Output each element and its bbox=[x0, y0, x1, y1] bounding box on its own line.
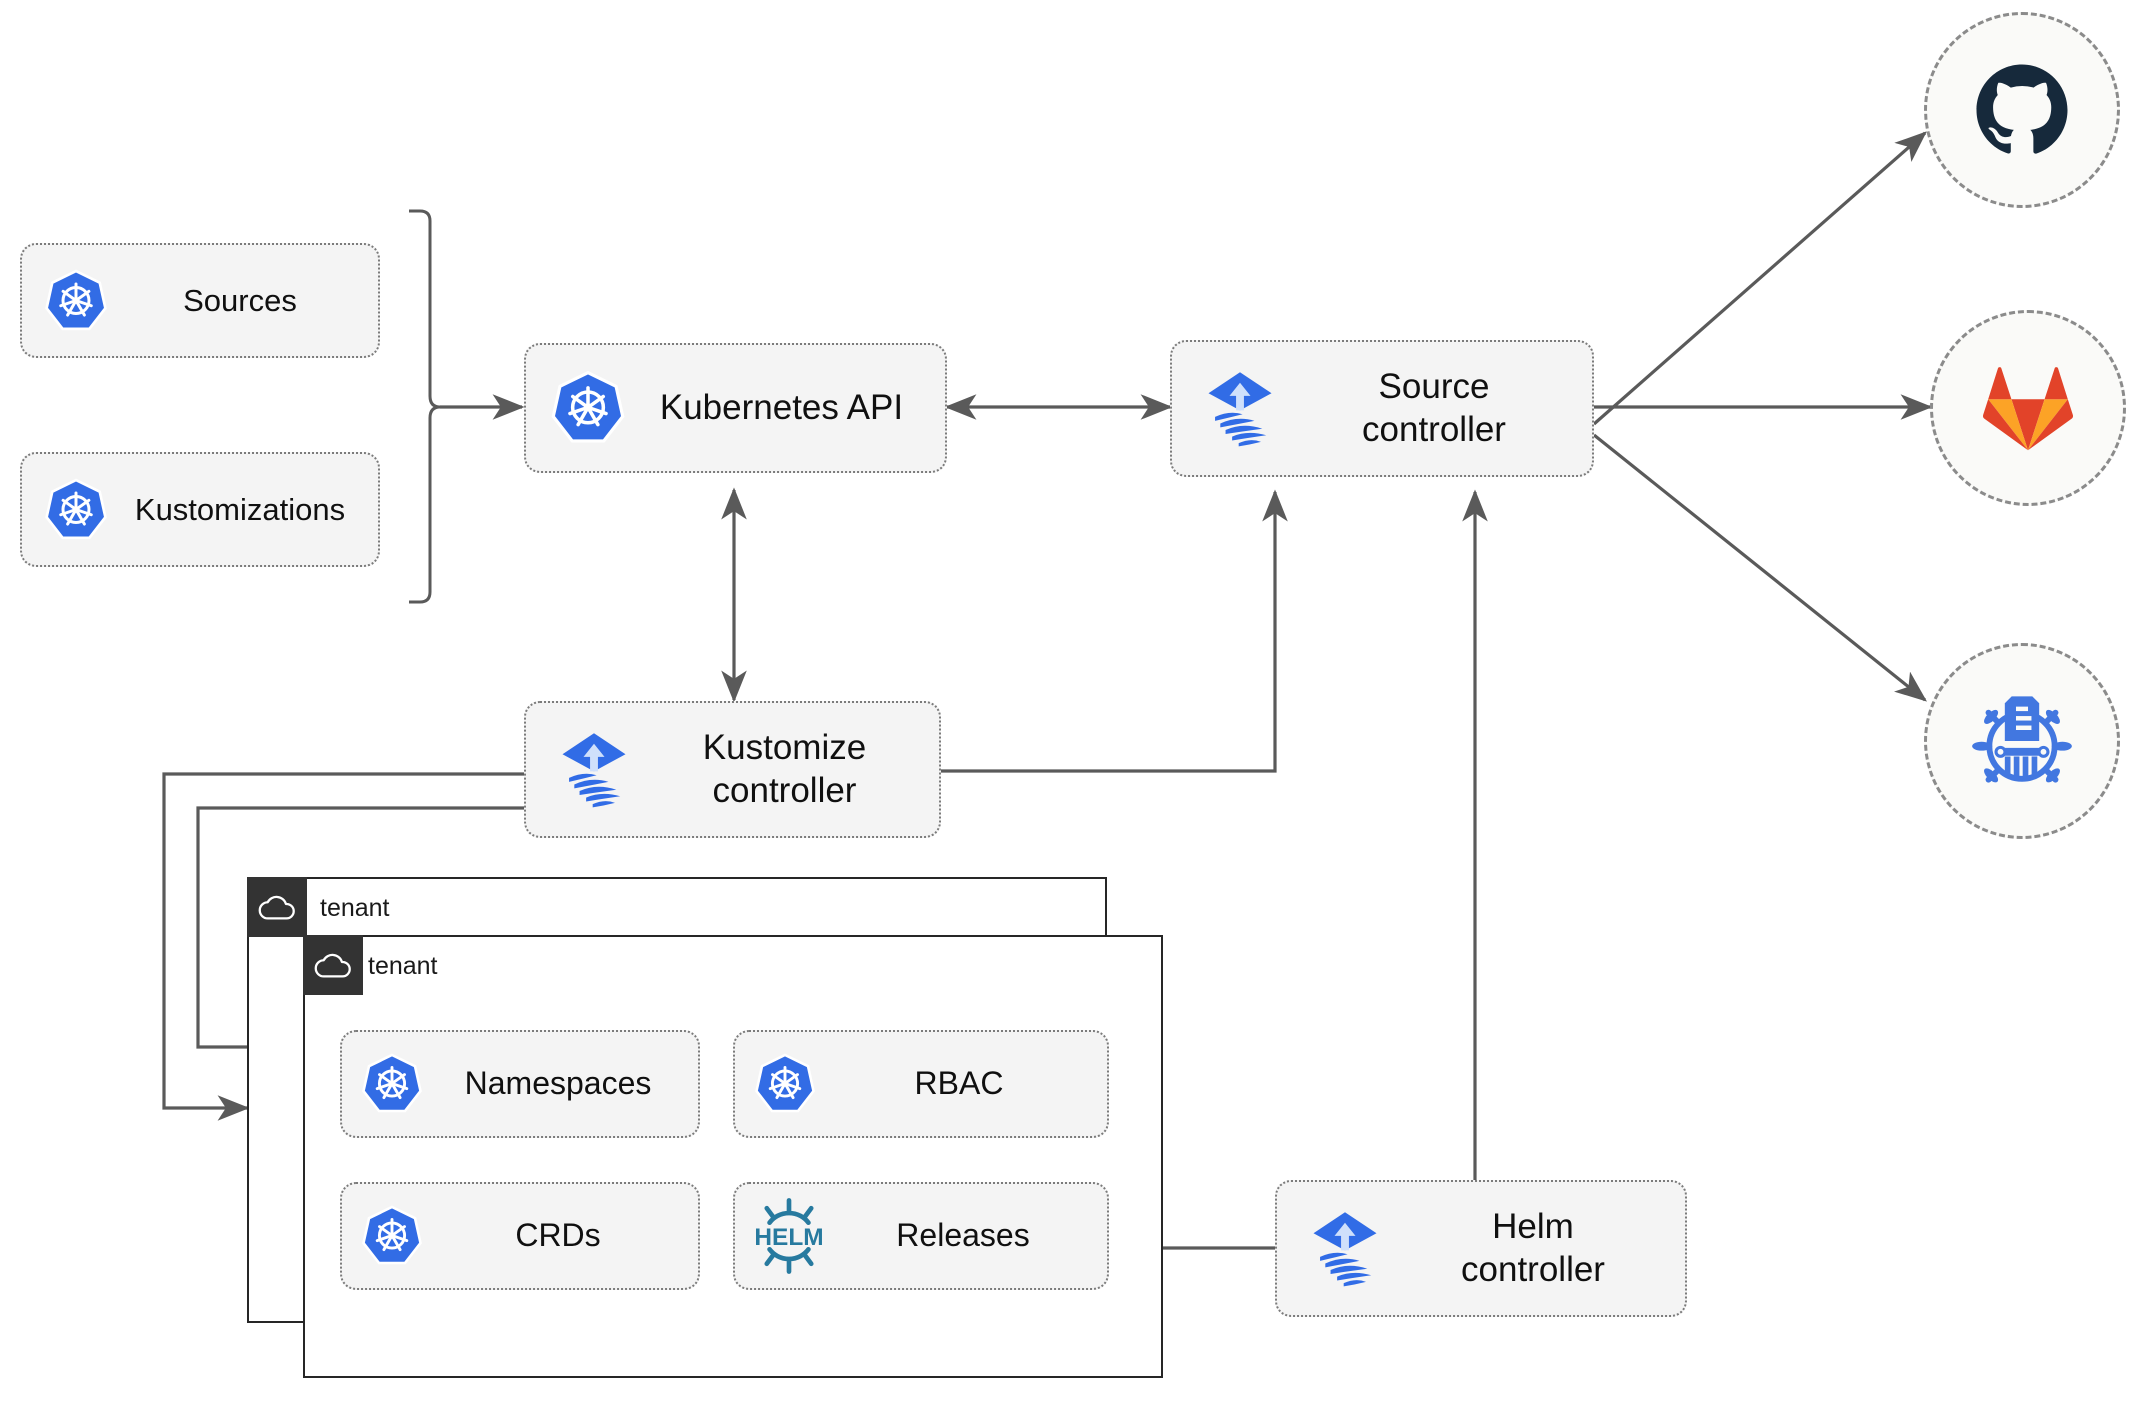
gitlab-icon bbox=[1982, 367, 2074, 451]
card-source-controller[interactable]: Source controller bbox=[1170, 340, 1594, 477]
wire-source-helmrepo bbox=[1593, 433, 1927, 702]
card-label: Kustomizations bbox=[134, 491, 346, 527]
wire-bracket bbox=[409, 209, 441, 604]
kubernetes-icon bbox=[542, 369, 634, 447]
svg-text:HELM: HELM bbox=[754, 1224, 823, 1251]
kubernetes-icon bbox=[354, 1204, 430, 1268]
card-kustomize-controller[interactable]: Kustomize controller bbox=[524, 701, 941, 838]
tenant-tab-back[interactable] bbox=[247, 877, 307, 937]
flux-icon bbox=[1188, 367, 1292, 451]
card-label: CRDs bbox=[515, 1217, 601, 1254]
card-label: Source controller bbox=[1362, 366, 1506, 449]
card-helm-controller[interactable]: Helm controller bbox=[1275, 1180, 1687, 1317]
card-namespaces[interactable]: Namespaces bbox=[340, 1030, 700, 1138]
provider-gitlab[interactable] bbox=[1930, 310, 2126, 506]
helm-icon: HELM bbox=[747, 1196, 831, 1276]
card-label: Namespaces bbox=[464, 1065, 652, 1102]
flux-icon bbox=[1293, 1207, 1397, 1291]
kubernetes-icon bbox=[36, 477, 116, 543]
tenant-tab-front[interactable] bbox=[303, 935, 363, 995]
flux-icon bbox=[542, 728, 646, 812]
wire-kustomize-source bbox=[941, 489, 1288, 773]
card-label: Kubernetes API bbox=[659, 387, 904, 427]
card-crds[interactable]: CRDs bbox=[340, 1182, 700, 1290]
card-label: Sources bbox=[183, 282, 297, 318]
card-label: Releases bbox=[896, 1217, 1030, 1254]
provider-github[interactable] bbox=[1924, 12, 2120, 208]
cloud-icon bbox=[314, 953, 351, 978]
card-releases[interactable]: HELM Releases bbox=[733, 1182, 1109, 1290]
tenant-label-front: tenant bbox=[368, 952, 438, 980]
card-rbac[interactable]: RBAC bbox=[733, 1030, 1109, 1138]
provider-helm-repository[interactable] bbox=[1924, 643, 2120, 839]
card-kustomizations[interactable]: Kustomizations bbox=[20, 452, 380, 567]
tenant-frame-front[interactable] bbox=[303, 935, 1163, 1378]
kubernetes-icon bbox=[36, 268, 116, 334]
card-sources[interactable]: Sources bbox=[20, 243, 380, 358]
kubernetes-icon bbox=[747, 1052, 823, 1116]
helm-repository-icon bbox=[1972, 696, 2072, 783]
github-icon bbox=[1976, 64, 2068, 154]
tenant-label-back: tenant bbox=[320, 894, 390, 922]
wire-source-github bbox=[1592, 131, 1927, 426]
kubernetes-icon bbox=[354, 1052, 430, 1116]
card-label: RBAC bbox=[914, 1065, 1004, 1102]
card-label: Kustomize controller bbox=[702, 727, 867, 810]
card-label: Helm controller bbox=[1461, 1206, 1605, 1289]
card-kubernetes-api[interactable]: Kubernetes API bbox=[524, 343, 947, 473]
cloud-icon bbox=[258, 895, 295, 920]
